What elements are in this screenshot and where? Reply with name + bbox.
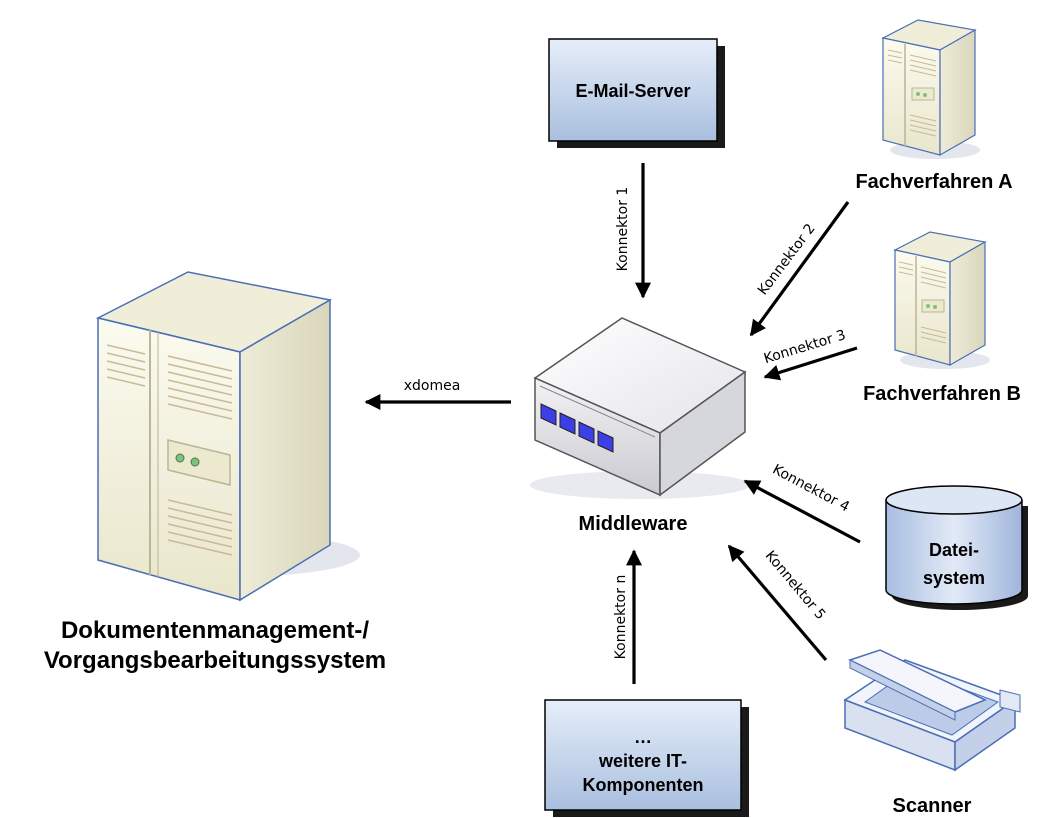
fachverfahren-a-server-icon [881, 19, 980, 159]
label-konnektor-5: Konnektor 5 [762, 548, 829, 623]
label-xdomea: xdomea [404, 378, 461, 394]
middleware-label: Middleware [579, 513, 688, 535]
scanner-icon [843, 649, 1021, 772]
dms-label-line2: Vorgangsbearbeitungssystem [44, 647, 386, 674]
email-server-label: E-Mail-Server [575, 81, 690, 101]
dateisystem-label-line2: system [923, 568, 985, 588]
fachverfahren-b-server-icon [893, 231, 990, 369]
middleware-icon [530, 317, 750, 499]
arrow-konnektor-2 [749, 201, 850, 337]
weitere-label-line2: weitere IT- [598, 751, 687, 771]
fachverfahren-a-label: Fachverfahren A [855, 171, 1012, 193]
weitere-it-komponenten-box: … weitere IT- Komponenten [544, 699, 749, 817]
scanner-label: Scanner [893, 795, 972, 817]
weitere-label-line3: Komponenten [583, 775, 704, 795]
dms-label-line1: Dokumentenmanagement-/ [61, 617, 369, 644]
arrow-konnektor-3 [763, 346, 858, 381]
label-konnektor-3: Konnektor 3 [762, 327, 848, 367]
dateisystem-label-line1: Datei- [929, 540, 979, 560]
fachverfahren-b-label: Fachverfahren B [863, 383, 1021, 405]
dms-server-icon [95, 271, 360, 602]
arrow-konnektor-5 [727, 544, 828, 662]
label-konnektor-4: Konnektor 4 [770, 462, 852, 516]
weitere-label-line1: … [634, 727, 652, 747]
label-konnektor-n: Konnektor n [613, 575, 629, 660]
dateisystem-cylinder-icon: Datei- system [885, 485, 1028, 610]
arrow-konnektor-4 [743, 479, 861, 544]
label-konnektor-1: Konnektor 1 [615, 187, 631, 272]
email-server-box: E-Mail-Server [548, 38, 725, 148]
